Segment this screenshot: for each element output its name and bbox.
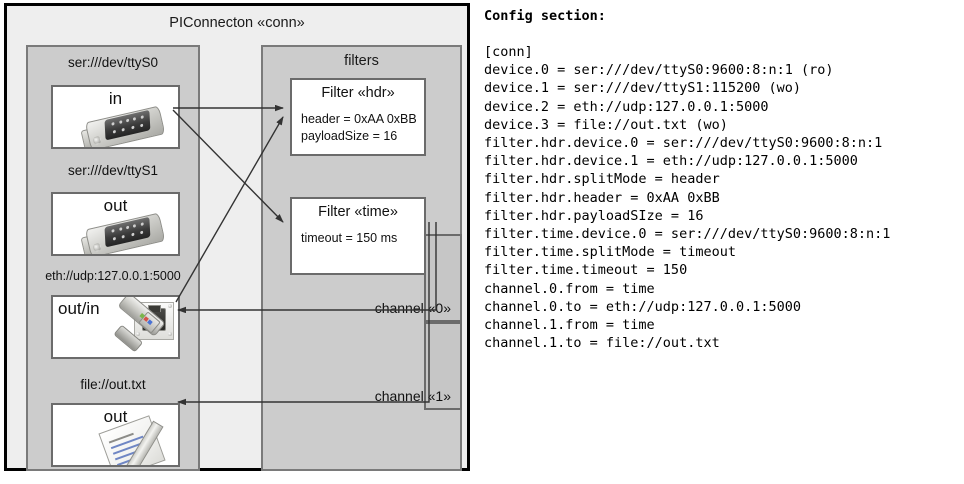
channel-box-0[interactable]: channel «0»	[375, 234, 462, 322]
config-line: channel.1.from = time	[484, 317, 655, 334]
device-box-ttys1[interactable]: out	[51, 192, 180, 256]
config-line: device.0 = ser:///dev/ttyS0:9600:8:n:1 (…	[484, 62, 834, 79]
filter-props-hdr: header = 0xAA 0xBB payloadSize = 16	[301, 111, 417, 145]
filters-group-title: filters	[344, 53, 379, 69]
architecture-diagram: PIConnecton «conn» ser:///dev/ttyS0 in	[0, 0, 478, 484]
filter-prop: timeout = 150 ms	[301, 231, 398, 245]
channel-label-0: channel «0»	[374, 300, 451, 316]
device-box-file[interactable]: out	[51, 403, 180, 467]
device-label-eth: eth://udp:127.0.0.1:5000	[45, 269, 181, 283]
filters-group: filters Filter «hdr» header = 0xAA 0xBB …	[261, 45, 462, 471]
device-box-eth[interactable]: out/in	[51, 295, 180, 359]
piconnector-outer-frame: PIConnecton «conn» ser:///dev/ttyS0 in	[4, 3, 470, 471]
config-line: filter.hdr.payloadSIze = 16	[484, 207, 704, 224]
config-line: device.2 = eth://udp:127.0.0.1:5000	[484, 98, 769, 115]
filter-title-hdr: Filter «hdr»	[321, 85, 395, 101]
channel-label-1: channel «1»	[374, 388, 451, 404]
config-section: Config section: [conn] device.0 = ser:///…	[482, 0, 964, 484]
channel-box-1[interactable]: channel «1»	[375, 322, 462, 410]
device-direction-ttys1: out	[103, 196, 128, 215]
config-line: filter.hdr.device.0 = ser:///dev/ttyS0:9…	[484, 135, 883, 152]
device-direction-eth: out/in	[58, 299, 100, 318]
config-line: filter.hdr.header = 0xAA 0xBB	[484, 189, 720, 206]
config-line: filter.hdr.device.1 = eth://udp:127.0.0.…	[484, 153, 858, 170]
diagram-title: PIConnecton «conn»	[169, 15, 305, 31]
filter-prop: payloadSize = 16	[301, 129, 398, 143]
device-box-ttys0[interactable]: in	[51, 85, 180, 149]
config-line: filter.time.splitMode = timeout	[484, 244, 736, 261]
config-heading: Config section:	[484, 8, 606, 24]
config-text-block: [conn] device.0 = ser:///dev/ttyS0:9600:8…	[484, 43, 890, 352]
device-direction-file: out	[103, 407, 128, 426]
device-direction-ttys0: in	[108, 89, 123, 108]
config-line: channel.0.to = eth://udp:127.0.0.1:5000	[484, 298, 801, 315]
config-line: device.3 = file://out.txt (wo)	[484, 116, 728, 133]
device-label-file: file://out.txt	[80, 377, 146, 392]
filter-box-hdr[interactable]: Filter «hdr» header = 0xAA 0xBB payloadS…	[290, 78, 426, 156]
filter-title-time: Filter «time»	[318, 204, 398, 220]
config-line: [conn]	[484, 44, 533, 60]
config-line: channel.0.from = time	[484, 280, 655, 297]
ethernet-jack-icon	[108, 297, 178, 357]
device-label-ttys0: ser:///dev/ttyS0	[67, 55, 159, 70]
config-line: filter.time.timeout = 150	[484, 262, 688, 279]
filter-box-time[interactable]: Filter «time» timeout = 150 ms	[290, 197, 426, 275]
filter-prop: header = 0xAA 0xBB	[301, 112, 417, 126]
config-line: channel.1.to = file://out.txt	[484, 335, 720, 352]
config-line: device.1 = ser:///dev/ttyS1:115200 (wo)	[484, 80, 801, 97]
config-line: filter.hdr.splitMode = header	[484, 171, 720, 188]
device-label-ttys1: ser:///dev/ttyS1	[67, 163, 159, 178]
filter-props-time: timeout = 150 ms	[301, 230, 397, 247]
devices-group: ser:///dev/ttyS0 in ser:///dev/ttyS1 ou	[26, 45, 200, 471]
config-line: filter.time.device.0 = ser:///dev/ttyS0:…	[484, 226, 891, 243]
